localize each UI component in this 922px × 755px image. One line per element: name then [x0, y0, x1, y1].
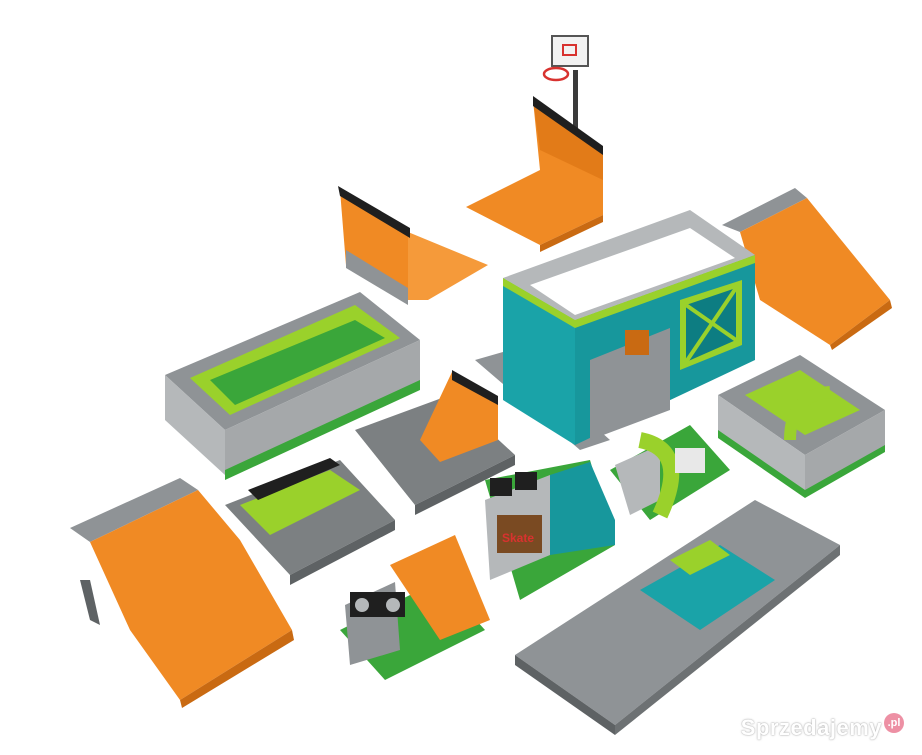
launch-ramp-left — [70, 478, 294, 708]
small-ramp-left — [338, 186, 488, 305]
basketball-hoop — [542, 35, 589, 132]
teal-building — [475, 210, 755, 450]
shop-stand: Skate — [485, 460, 615, 600]
watermark: Sprzedajemy .pl — [740, 713, 904, 741]
mini-quarter-pipe — [355, 370, 515, 515]
street-plate — [515, 500, 840, 735]
quarter-pipe-top — [466, 96, 603, 252]
rail-piece — [225, 458, 395, 585]
pool-right — [718, 355, 885, 498]
watermark-text: Sprzedajemy — [740, 715, 882, 740]
pool-left — [165, 292, 420, 480]
watermark-badge: .pl — [884, 713, 904, 733]
skate-sign-text: Skate — [502, 531, 534, 545]
stereo-stage — [340, 535, 490, 680]
long-ramp-right — [722, 188, 892, 350]
lime-rail-obstacle — [610, 425, 730, 520]
